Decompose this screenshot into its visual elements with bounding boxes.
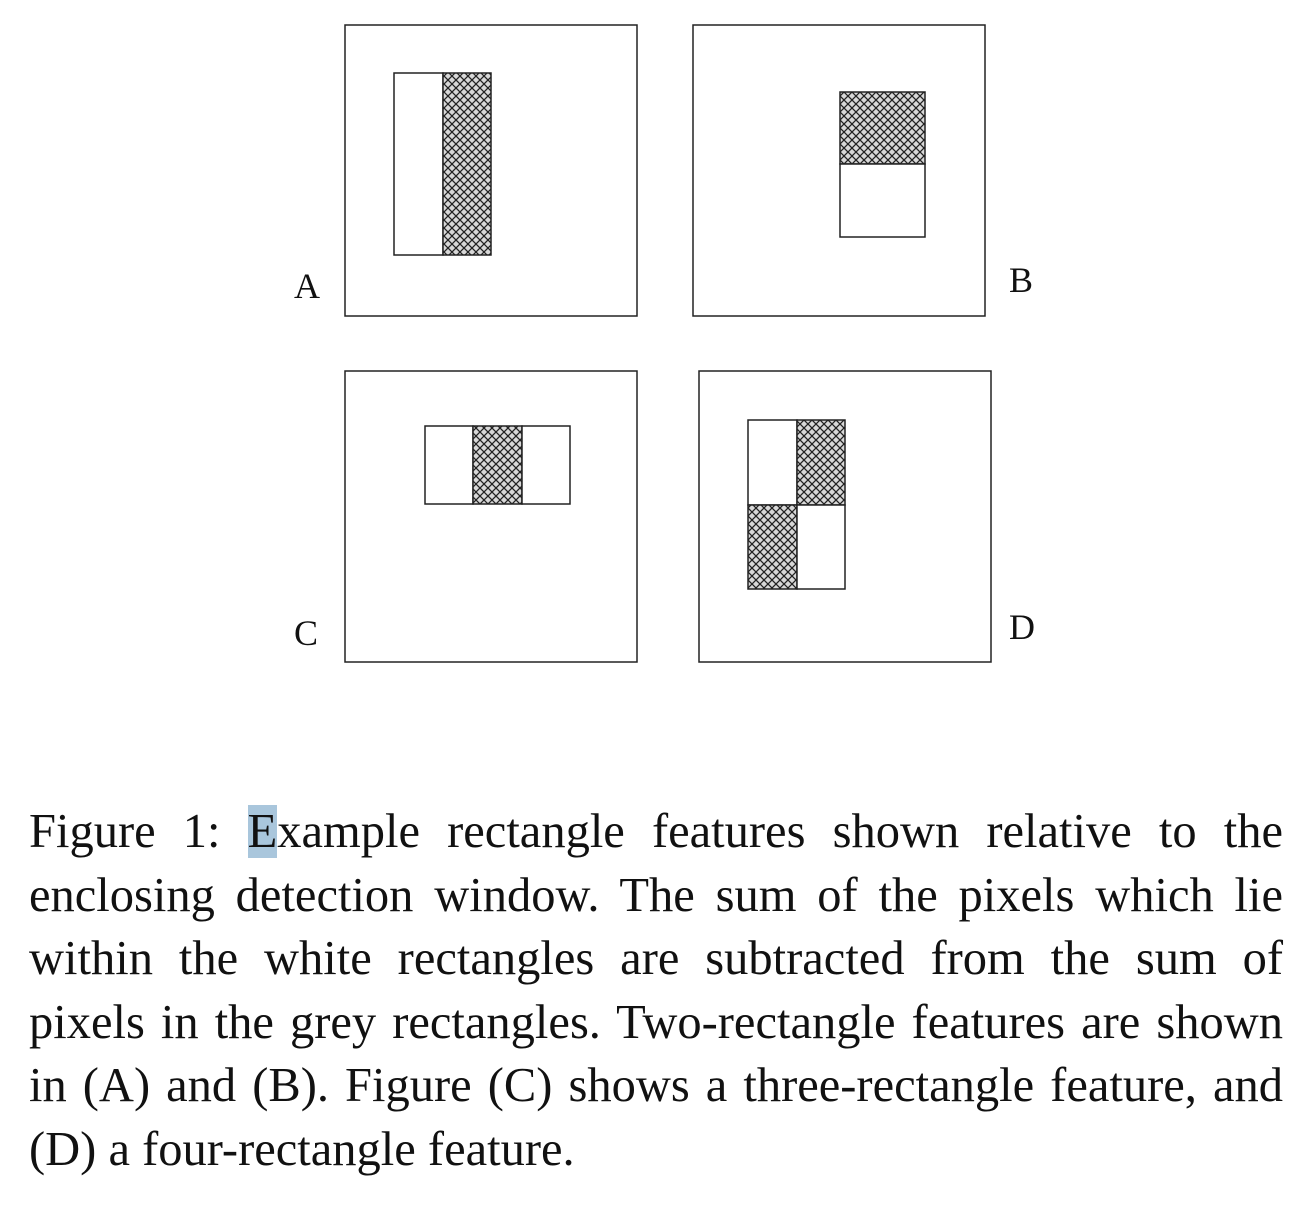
white-rectangle <box>521 425 571 505</box>
white-rectangle <box>393 72 444 256</box>
grey-rectangle <box>796 419 846 506</box>
white-rectangle <box>747 419 798 506</box>
caption-body: xample rectangle features shown relative… <box>29 805 1283 1176</box>
panel-label-d: D <box>1009 607 1035 647</box>
grey-rectangle <box>839 91 926 165</box>
selection-highlight: E <box>247 805 278 858</box>
detection-window-c <box>344 370 638 663</box>
white-rectangle <box>839 163 926 238</box>
grey-rectangle <box>747 504 798 590</box>
panel-d: D <box>698 370 1035 663</box>
caption-prefix: Figure 1: <box>29 805 248 858</box>
panel-label-c: C <box>294 613 318 653</box>
panel-label-b: B <box>1009 260 1033 300</box>
grey-rectangle <box>442 72 492 256</box>
rectangle-features-figure: A B C D <box>294 24 1035 663</box>
detection-window-b <box>692 24 986 317</box>
grey-rectangle <box>472 425 523 505</box>
panel-label-a: A <box>294 266 320 306</box>
white-rectangle <box>424 425 474 505</box>
panel-c: C <box>294 370 638 663</box>
panel-b: B <box>692 24 1033 317</box>
figure-caption: Figure 1: Example rectangle features sho… <box>29 800 1283 1181</box>
white-rectangle <box>796 504 846 590</box>
panel-a: A <box>294 24 638 317</box>
